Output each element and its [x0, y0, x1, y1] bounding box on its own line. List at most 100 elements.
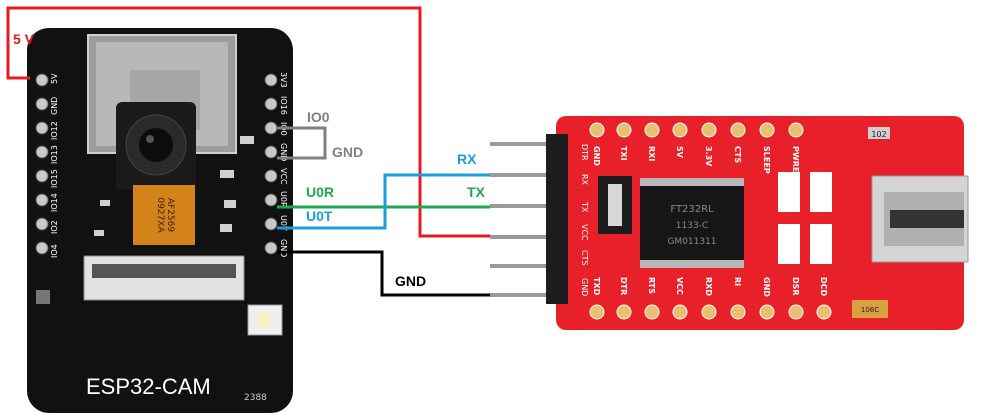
fpc-connector-slot — [92, 264, 236, 278]
chip-line-3: GM011311 — [667, 237, 716, 247]
pad — [589, 122, 605, 138]
smd-components — [94, 136, 254, 236]
pin-hole — [264, 169, 278, 183]
chip-line-1: FT232RL — [670, 204, 714, 215]
flash-led-lens — [257, 312, 273, 328]
pad — [730, 122, 746, 138]
pin-label: U0T — [279, 215, 288, 231]
pin-hole — [264, 73, 278, 87]
pin-label: VCC — [580, 224, 589, 241]
pin-label: DTR — [580, 144, 589, 161]
pad — [644, 122, 660, 138]
pin-label: GND — [580, 278, 589, 296]
pin-label: CTS — [733, 146, 742, 163]
smd-part — [224, 200, 236, 208]
usb-port — [890, 210, 964, 228]
label-tx: TX — [467, 184, 486, 200]
pin-label: IO4 — [50, 244, 59, 258]
chip-body — [640, 186, 744, 260]
ftdi-bottom-pads — [589, 304, 832, 320]
pin-label: GND — [279, 143, 288, 161]
esp32-board-name: ESP32-CAM — [86, 374, 211, 399]
header-pin — [490, 293, 552, 297]
capacitor-label: 106C — [861, 306, 879, 314]
pin-label: IO14 — [50, 193, 59, 212]
pin-hole — [35, 241, 49, 255]
wire-5v — [6, 6, 490, 238]
header-housing — [546, 134, 568, 304]
pin-label: RXI — [647, 146, 656, 161]
pad — [701, 304, 717, 320]
pad — [788, 304, 804, 320]
pin-hole — [35, 193, 49, 207]
pin-hole — [264, 193, 278, 207]
esp32-right-header — [264, 73, 278, 255]
pin-label: DTR — [619, 277, 628, 295]
pin-label: 3.3V — [704, 146, 713, 167]
pin-label: GND — [592, 146, 601, 166]
ftdi-adapter-board: DTR RX TX VCC CTS GND GND TXI RXI 5V 3.3… — [490, 116, 969, 330]
pin-label: SLEEP — [762, 146, 771, 174]
pin-label: PWRENTN — [791, 146, 800, 191]
pin-label: VCC — [279, 168, 288, 185]
camera-lens-glint — [146, 135, 154, 143]
wires — [6, 6, 490, 297]
smd-part — [778, 224, 800, 264]
capacitor — [852, 300, 888, 318]
ftdi-smd-parts: 102 106C — [778, 127, 890, 318]
pad — [759, 304, 775, 320]
label-rx: RX — [457, 151, 477, 167]
pin-hole — [35, 97, 49, 111]
pin-label: 5V — [50, 73, 59, 84]
smd-part — [220, 170, 234, 178]
pin-label: RXD — [704, 277, 713, 296]
smd-part — [240, 136, 254, 144]
pin-hole — [264, 217, 278, 231]
pad — [589, 304, 605, 320]
resistor-label: 102 — [871, 130, 886, 139]
jumper-cap — [608, 184, 622, 226]
pin-label: IO13 — [50, 145, 59, 164]
pad — [701, 122, 717, 138]
smd-part — [810, 224, 832, 264]
ftdi-top-pads — [589, 122, 804, 138]
pad — [616, 304, 632, 320]
voltage-jumper — [598, 176, 632, 234]
pad — [730, 304, 746, 320]
ft232-chip: FT232RL 1133-C GM011311 — [640, 178, 744, 268]
header-pin — [490, 235, 552, 239]
chip-line-2: 1133-C — [676, 221, 708, 231]
smd-part — [778, 172, 800, 212]
label-u0r: U0R — [306, 184, 334, 200]
header-pin — [490, 142, 552, 146]
ftdi-header-pins — [490, 134, 568, 304]
pin-label: CTS — [580, 250, 589, 266]
label-gnd-gray: GND — [332, 144, 363, 160]
pin-hole — [264, 97, 278, 111]
camera-code-2: 0927XA — [155, 197, 165, 233]
pin-label: DCD — [819, 277, 828, 297]
chip-pins-bottom — [640, 260, 744, 268]
pad — [816, 304, 832, 320]
pad — [672, 122, 688, 138]
smd-part — [94, 230, 104, 236]
camera-ribbon: AF2569 0927XA — [133, 185, 195, 245]
pin-label: IO12 — [50, 121, 59, 140]
label-5v: 5 V — [13, 31, 35, 47]
pad — [759, 122, 775, 138]
pin-label: RTS — [647, 277, 656, 294]
header-pin — [490, 204, 552, 208]
wire-u0t-rx — [277, 173, 490, 230]
smd-part — [810, 172, 832, 212]
pin-hole — [35, 217, 49, 231]
chip-pins-top — [640, 178, 744, 186]
camera-lens-inner — [139, 128, 173, 162]
resistor — [868, 127, 890, 139]
fpc-connector — [83, 255, 245, 301]
wire-io0-gnd — [277, 126, 327, 160]
label-gnd-black: GND — [395, 273, 426, 289]
pin-label: TXD — [592, 277, 601, 296]
esp32-small-text: 2388 — [244, 393, 267, 403]
label-io0: IO0 — [307, 109, 330, 125]
